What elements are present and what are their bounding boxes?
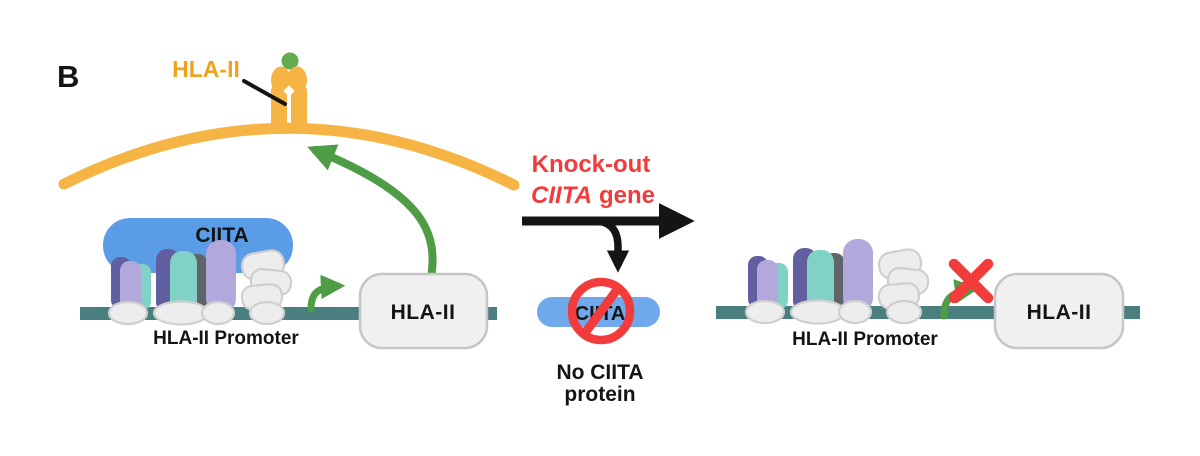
hla2-gene-box: [358, 272, 489, 350]
ciita-complex-label: CIITA: [195, 224, 248, 247]
branch-arrow-icon: [597, 217, 630, 273]
left-pathway: CIITA HLA-II HLA-II Promoter: [80, 144, 497, 350]
tf-complex-right: [744, 237, 931, 325]
expression-arrow-icon: [307, 144, 437, 281]
hla2-gene-label: HLA-II: [1027, 301, 1092, 324]
promoter-label: HLA-II Promoter: [792, 329, 938, 350]
label-pointer-line: [242, 79, 287, 106]
hla2-gene-box: [993, 272, 1125, 350]
promoter-label: HLA-II Promoter: [153, 328, 299, 349]
no-ciita-line2: protein: [564, 383, 635, 406]
prohibition-icon: [567, 277, 635, 345]
cell-membrane-icon: [58, 122, 520, 191]
receptor-label: HLA-II: [172, 56, 240, 82]
panel-label: B: [57, 59, 79, 94]
peptide-icon: [281, 52, 299, 70]
right-pathway: HLA-II HLA-II Promoter: [716, 237, 1140, 350]
hla2-gene-label: HLA-II: [391, 301, 456, 324]
transcription-start-arrow-icon: [307, 274, 346, 313]
red-x-icon: [948, 258, 994, 304]
hla2-receptor-icon: [271, 52, 307, 129]
knockout-text-line1: Knock-out: [532, 151, 651, 178]
no-ciita-line1: No CIITA: [556, 361, 643, 384]
